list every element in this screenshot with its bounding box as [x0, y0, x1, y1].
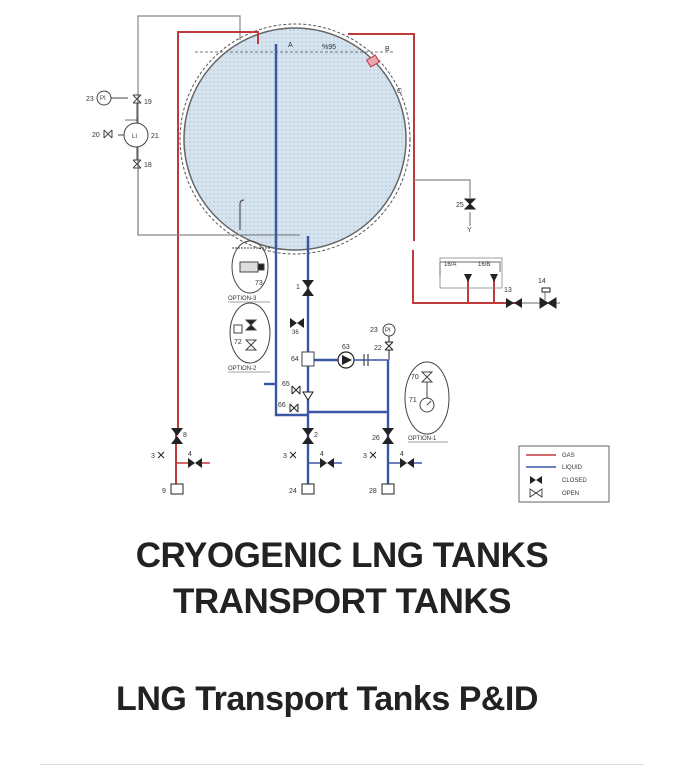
vent-y-label: Y [467, 227, 472, 234]
valve-18-label: 18 [144, 162, 152, 169]
valve-26-label: 26 [372, 435, 380, 442]
pi-23-tag: 23 [86, 96, 94, 103]
option-1-group [404, 361, 450, 435]
valve-66 [289, 403, 299, 413]
dip-tube [239, 199, 245, 230]
valve-22-label: 22 [374, 345, 382, 352]
valve-13 [506, 298, 522, 308]
valve-14-label: 14 [538, 278, 546, 285]
valve-16b-label: 16/B [478, 262, 490, 268]
valve-4b-label: 4 [320, 451, 324, 458]
relief-valve-box [439, 257, 503, 289]
valve-20-label: 20 [92, 132, 100, 139]
gas-lines [175, 31, 520, 484]
legend-liquid: LIQUID [562, 465, 583, 471]
legend-closed: CLOSED [562, 478, 587, 484]
legend [518, 445, 610, 503]
pump-63-label: 63 [342, 344, 350, 351]
valve-1 [302, 280, 314, 296]
valve-8-label: 8 [183, 432, 187, 439]
option-2-label: OPTION-2 [228, 366, 257, 372]
valve-13-label: 13 [504, 287, 512, 294]
relief-valve-icons [464, 274, 498, 282]
page-title-line-2: TRANSPORT TANKS [173, 582, 511, 621]
li-tag: LI [132, 134, 137, 140]
page-title-line-1: CRYOGENIC LNG TANKS [135, 536, 549, 575]
legend-gas: GAS [562, 453, 575, 459]
valve-16a-label: 16/A [444, 262, 456, 268]
bottom-divider [40, 764, 644, 765]
pump-63 [337, 351, 388, 369]
valve-25 [463, 198, 477, 210]
level-95-label: %95 [322, 44, 336, 51]
valve-70-label: 70 [411, 374, 419, 381]
option-2-group [229, 302, 271, 364]
pi-tag-b: PI [385, 328, 391, 334]
bottom-main-valves [171, 428, 394, 444]
valve-22 [384, 336, 394, 360]
valve-64 [301, 351, 315, 367]
nozzle-c-label: C [397, 88, 402, 95]
valve-3c-label: 3 [363, 453, 367, 460]
valve-71-label: 71 [409, 397, 417, 404]
valve-3b-label: 3 [283, 453, 287, 460]
valve-14 [539, 287, 557, 309]
li-21-tag: 21 [151, 133, 159, 140]
option-1-label: OPTION-1 [408, 436, 437, 442]
coupling-24-label: 24 [289, 488, 297, 495]
valve-65-label: 65 [282, 381, 290, 388]
valve-65 [291, 385, 301, 395]
nozzle-a-label: A [288, 42, 293, 49]
valve-73-label: 73 [255, 280, 263, 287]
valve-25-label: 25 [456, 202, 464, 209]
valve-36 [290, 318, 304, 328]
valve-64-label: 64 [291, 356, 299, 363]
tank [179, 23, 411, 255]
valve-1-label: 1 [296, 284, 300, 291]
page-subtitle: LNG Transport Tanks P&ID [116, 680, 538, 718]
instrument-column [96, 90, 149, 169]
option-3-label: OPTION-3 [228, 296, 257, 302]
pi-tag: PI [100, 96, 106, 102]
coupling-9-label: 9 [162, 488, 166, 495]
option-3-group [231, 240, 270, 294]
legend-open: OPEN [562, 491, 579, 497]
valve-3a-label: 3 [151, 453, 155, 460]
valve-4c-label: 4 [400, 451, 404, 458]
valve-4a-label: 4 [188, 451, 192, 458]
valve-2-label: 2 [314, 432, 318, 439]
valve-72-label: 72 [234, 339, 242, 346]
valve-66-label: 66 [278, 402, 286, 409]
gas-riser-b [365, 54, 381, 68]
couplings [170, 483, 395, 495]
coupling-28-label: 28 [369, 488, 377, 495]
pi-23b-label: 23 [370, 327, 378, 334]
lng-pid-diagram: 23 PI 19 20 LI 21 18 A %95 B C 25 Y 16/A… [86, 15, 610, 503]
nozzle-b-label: B [385, 46, 390, 53]
bottom-branch-valves [157, 451, 422, 468]
check-valve [302, 391, 314, 401]
valve-19-label: 19 [144, 99, 152, 106]
valve-36-label: 36 [292, 330, 299, 336]
